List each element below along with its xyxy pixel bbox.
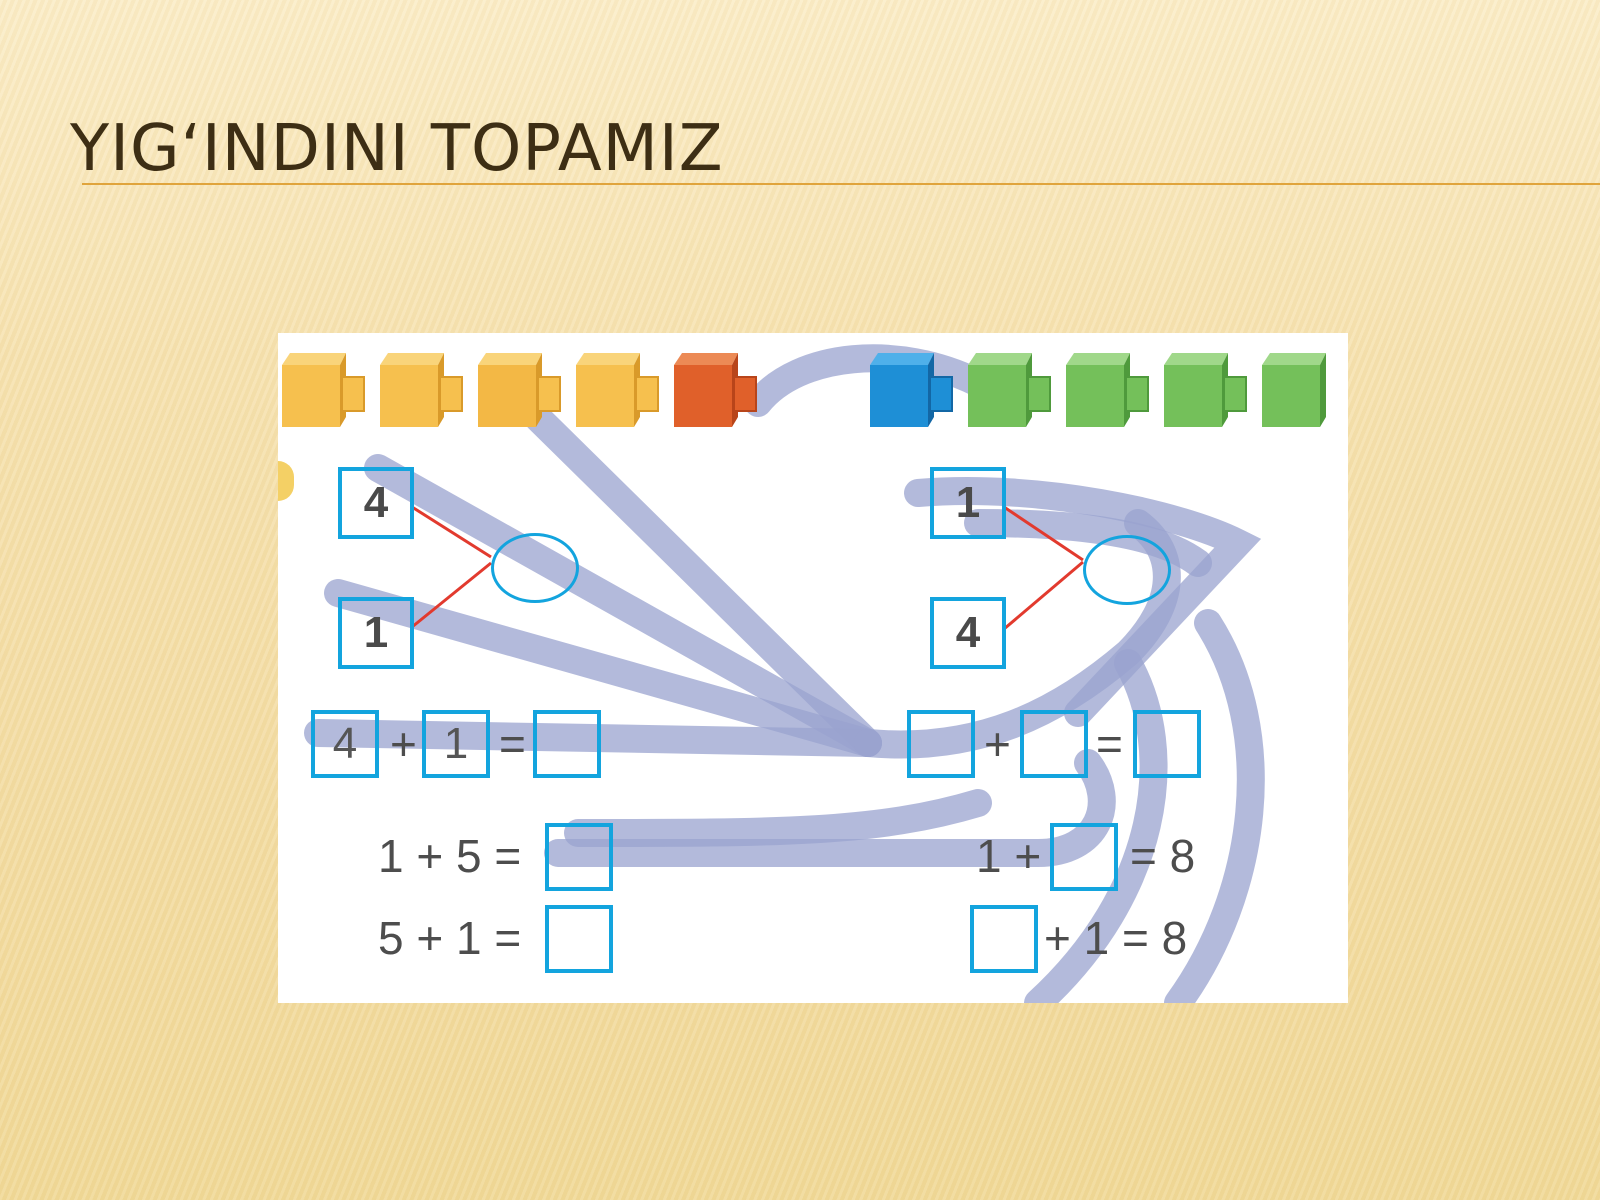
- right-eq-b-box[interactable]: [1020, 710, 1088, 778]
- right-top-number-box: 1: [930, 467, 1006, 539]
- title-underline: [82, 183, 1600, 185]
- right-line1-suffix: = 8: [1130, 830, 1196, 882]
- right-eq-equals: =: [1096, 718, 1123, 770]
- green-block-icon: [1066, 353, 1149, 427]
- red-block-icon: [674, 353, 757, 427]
- left-eq-a-box: 4: [311, 710, 379, 778]
- left-line1-answer-box[interactable]: [545, 823, 613, 891]
- counting-blocks: [278, 347, 1348, 429]
- right-line1-prefix: 1 +: [976, 830, 1042, 882]
- left-eq-result-box[interactable]: [533, 710, 601, 778]
- green-block-icon: [1164, 353, 1247, 427]
- right-line2-answer-box[interactable]: [970, 905, 1038, 973]
- left-bottom-number-box: 1: [338, 597, 414, 669]
- slide-title: YIG‘INDINI TOPAMIZ: [70, 112, 724, 186]
- left-line1-text: 1 + 5 =: [378, 830, 522, 882]
- right-line1-answer-box[interactable]: [1050, 823, 1118, 891]
- orange-block-icon: [576, 353, 659, 427]
- right-bottom-number-box: 4: [930, 597, 1006, 669]
- orange-block-icon: [380, 353, 463, 427]
- watermark-logo: [304, 344, 1265, 1003]
- right-line2-suffix: + 1 = 8: [1044, 912, 1188, 964]
- edge-tab: [278, 461, 294, 501]
- right-eq-plus: +: [984, 718, 1011, 770]
- green-block-icon: [968, 353, 1051, 427]
- right-sum-oval[interactable]: [1083, 535, 1171, 605]
- left-eq-equals: =: [499, 718, 526, 770]
- orange-block-icon: [282, 353, 365, 427]
- left-sum-oval[interactable]: [491, 533, 579, 603]
- worksheet-image: 4 1 4 + 1 = 1 + 5 = 5 + 1 = 1 4 + = 1 + …: [278, 333, 1348, 1003]
- right-eq-result-box[interactable]: [1133, 710, 1201, 778]
- left-eq-plus: +: [390, 718, 417, 770]
- left-top-number-box: 4: [338, 467, 414, 539]
- green-block-icon: [1262, 353, 1326, 427]
- left-eq-b-box: 1: [422, 710, 490, 778]
- left-line2-answer-box[interactable]: [545, 905, 613, 973]
- blue-block-icon: [870, 353, 953, 427]
- orange-block-icon: [478, 353, 561, 427]
- right-eq-a-box[interactable]: [907, 710, 975, 778]
- left-line2-text: 5 + 1 =: [378, 912, 522, 964]
